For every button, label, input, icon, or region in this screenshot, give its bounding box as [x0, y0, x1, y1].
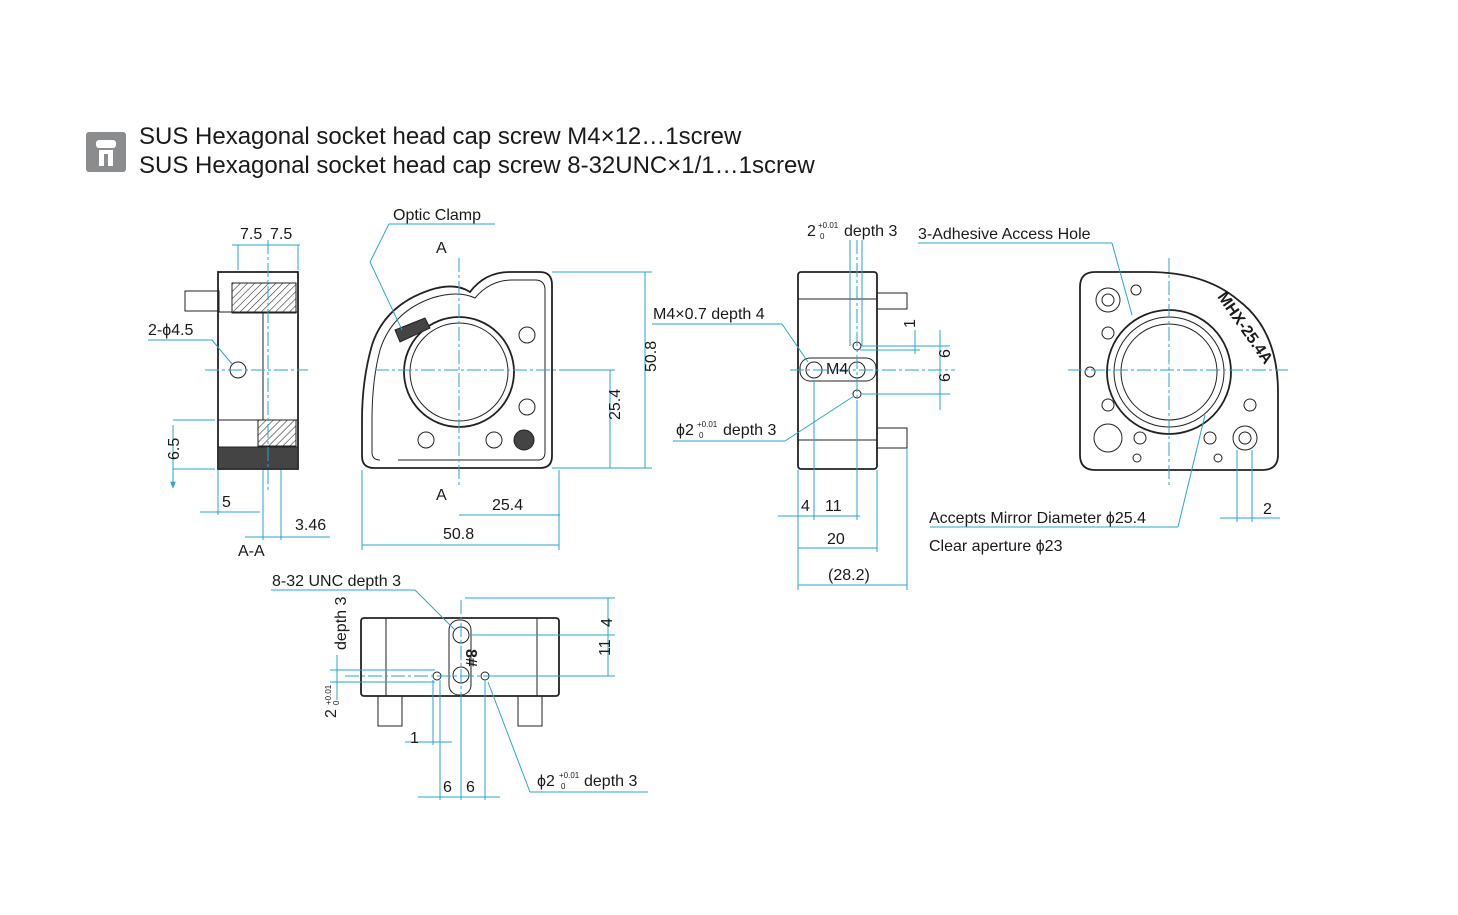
section-caption: A-A	[238, 543, 265, 560]
dim-bottom-left: 6	[443, 779, 452, 796]
label-cut-top: A	[436, 240, 447, 257]
label-model-engraving: MHX-25.4A	[1214, 289, 1276, 368]
section-view-aa	[148, 240, 330, 540]
dim-bottom-pin-left-tol-upper: +0.01	[324, 684, 333, 705]
side-view	[652, 240, 955, 590]
label-side-tap: M4×0.7 depth 4	[653, 306, 765, 323]
dim-side-mid: 11	[825, 498, 842, 515]
label-optic-clamp: Optic Clamp	[393, 207, 481, 224]
label-bottom-pin-right: depth 3	[584, 773, 637, 790]
dim-side-upper: 6	[937, 349, 954, 358]
dim-side-pin-tol-lower: 0	[820, 232, 825, 241]
label-bottom-tap: 8-32 UNC depth 3	[272, 573, 401, 590]
label-bottom-pin-left: depth 3	[333, 597, 350, 650]
dim-section-left: 5	[222, 494, 231, 511]
dim-section-right: 3.46	[295, 517, 326, 534]
dim-side-lower: 6	[937, 373, 954, 382]
label-engraving-8: 8#	[462, 649, 479, 667]
dim-section-top-a: 7.5	[240, 226, 262, 243]
screw-line-1: SUS Hexagonal socket head cap screw M4×1…	[139, 123, 742, 150]
dim-rear-hole: 2	[1263, 501, 1272, 518]
label-side-pin-top: depth 3	[844, 223, 897, 240]
dim-side-left: 4	[801, 498, 810, 515]
label-adhesive-hole: 3-Adhesive Access Hole	[918, 226, 1091, 243]
dim-side-pin-bottom-tol-lower: 0	[699, 431, 704, 440]
dim-side-pin-bottom-base: ϕ2	[676, 422, 694, 439]
screw-line-2: SUS Hexagonal socket head cap screw 8-32…	[139, 152, 815, 179]
dim-section-top-b: 7.5	[270, 226, 292, 243]
label-cut-bottom: A	[436, 487, 447, 504]
dim-bottom-top: 4	[599, 618, 616, 627]
label-side-pin-bottom: depth 3	[723, 422, 776, 439]
dim-bottom-pin-right-base: ϕ2	[537, 773, 555, 790]
dim-bottom-mid: 11	[597, 639, 614, 656]
dim-side-pin-tol-upper: +0.01	[818, 221, 839, 230]
dim-bottom-pin-left-tol-lower: 0	[332, 700, 341, 705]
bottom-view	[271, 589, 648, 800]
screw-icon	[86, 132, 126, 172]
dim-side-pin-top-base: 2	[807, 223, 816, 240]
rear-view	[918, 242, 1288, 528]
label-engraving-m4: M4	[826, 361, 848, 378]
dim-bottom-pin-right-tol-lower: 0	[561, 782, 566, 791]
label-mirror-diameter: Accepts Mirror Diameter ϕ25.4	[929, 510, 1146, 527]
legend-header: SUS Hexagonal socket head cap screw M4×1…	[86, 122, 906, 182]
dim-bottom-pin-right-tol-upper: +0.01	[559, 771, 580, 780]
dim-bottom-pin-left-base: 2	[323, 709, 340, 718]
front-view	[361, 223, 652, 550]
dim-section-holes: 2-ϕ4.5	[148, 322, 194, 339]
dim-front-height: 50.8	[643, 341, 660, 372]
dim-side-pin-bottom-tol-upper: +0.01	[697, 420, 718, 429]
label-clear-aperture: Clear aperture ϕ23	[929, 538, 1063, 555]
dim-section-height: 6.5	[166, 438, 183, 460]
dim-side-width: 20	[827, 531, 845, 548]
dim-side-overall: (28.2)	[828, 567, 870, 584]
dim-front-width: 50.8	[443, 526, 474, 543]
dim-front-half-width: 25.4	[492, 497, 523, 514]
dim-bottom-right: 6	[466, 779, 475, 796]
dim-side-offset: 1	[902, 319, 919, 328]
dim-bottom-offset: 1	[410, 730, 419, 747]
dim-front-half-height: 25.4	[607, 389, 624, 420]
